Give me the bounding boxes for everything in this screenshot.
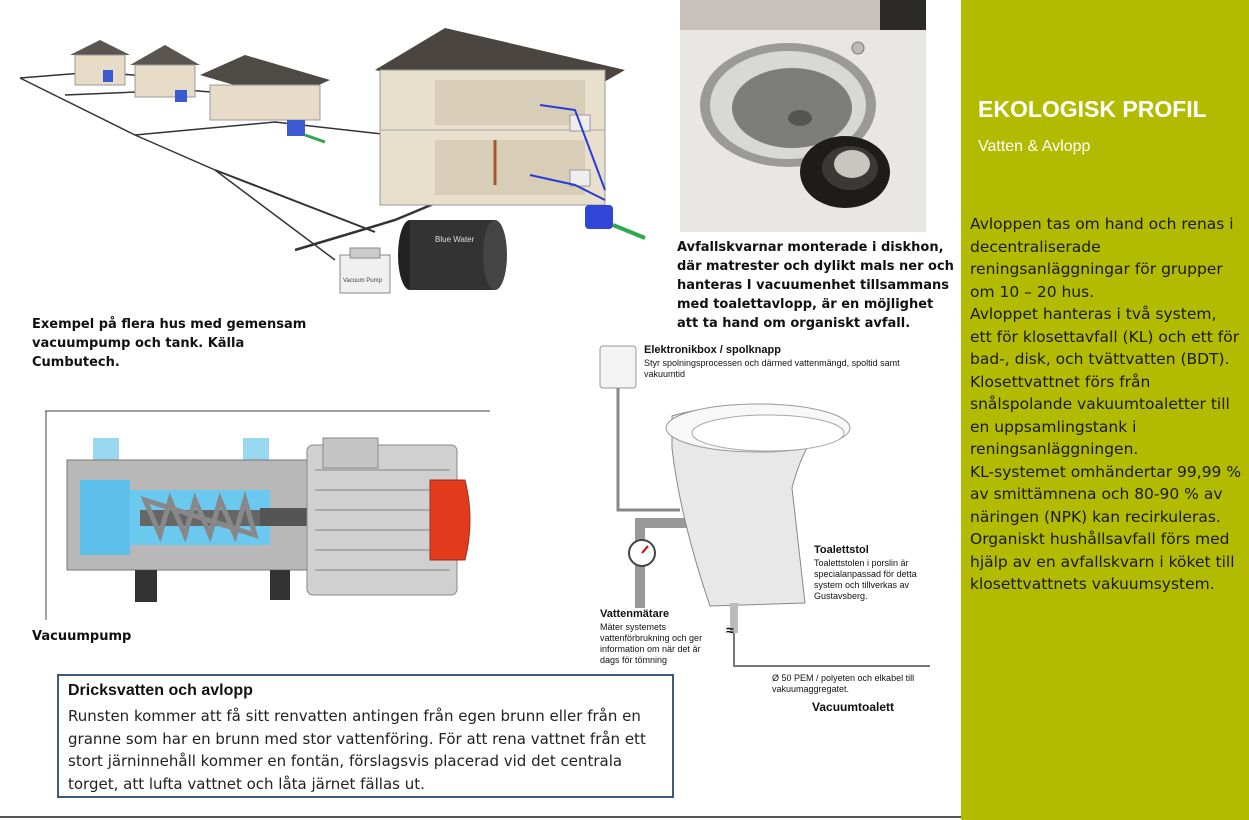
- small-house-2: [130, 45, 200, 102]
- sink-drawing: [680, 0, 926, 232]
- pump-drawing: [45, 410, 490, 620]
- pump-box-label: Vacuum Pump: [343, 278, 383, 284]
- ecological-profile-sidebar: [961, 0, 1249, 820]
- sidebar-subtitle: Vatten & Avlopp: [978, 138, 1091, 155]
- vacuum-pump-unit: Vacuum Pump: [339, 247, 391, 294]
- sidebar-paragraph: Avloppet hanteras i två system, ett för …: [970, 305, 1240, 368]
- drinking-water-title: Dricksvatten och avlopp: [68, 682, 253, 699]
- bottom-divider: [0, 816, 961, 818]
- sidebar-paragraph: KL-systemet omhändertar 99,99 % av smitt…: [970, 462, 1242, 526]
- electronics-title: Elektronikbox / spolknapp: [644, 344, 781, 356]
- pipe-text: Ø 50 PEM / polyeten och elkabel till vak…: [772, 673, 915, 694]
- sidebar-body: Avloppen tas om hand och renas i decentr…: [970, 213, 1242, 596]
- big-house: [375, 28, 646, 240]
- sidebar-paragraph: Organiskt hushållsavfall förs med hjälp …: [970, 530, 1235, 593]
- houses-illustration: Blue Water Vacuum Pump: [15, 0, 665, 300]
- toilet-diagram-title: Vacuumtoalett: [812, 700, 895, 714]
- toilet-drawing: [599, 345, 930, 667]
- collection-tank: Blue Water: [398, 220, 507, 290]
- houses-caption: Exempel på flera hus med gemensam vacuum…: [32, 317, 307, 370]
- pipe-wave-symbol: ≈: [726, 622, 734, 638]
- electronics-text: Styr spolningsprocessen och därmed vatte…: [644, 358, 900, 379]
- meter-text: Mäter systemets vattenförbrukning och ge…: [600, 622, 703, 665]
- sidebar-title: EKOLOGISK PROFIL: [978, 96, 1207, 122]
- drinking-water-box: [57, 674, 674, 798]
- small-house-1: [70, 40, 130, 86]
- vacuum-pump-illustration: [45, 410, 490, 620]
- small-house-3: [200, 55, 330, 144]
- sink-photo: [680, 0, 926, 232]
- toilet-title: Toalettstol: [814, 544, 869, 556]
- drinking-water-text: Runsten kommer att få sitt renvatten ant…: [68, 707, 646, 793]
- houses-drawing: Blue Water Vacuum Pump: [19, 28, 646, 294]
- sidebar-paragraph: Klosettvattnet förs från snålspolande va…: [970, 372, 1230, 459]
- vacuum-toilet-diagram: Elektronikbox / spolknapp Styr spolnings…: [580, 338, 960, 718]
- meter-title: Vattenmätare: [600, 608, 670, 620]
- tank-label: Blue Water: [435, 235, 475, 244]
- toilet-text: Toalettstolen i porslin är specialanpass…: [814, 558, 917, 601]
- screw-rotor: [140, 490, 260, 543]
- pump-caption: Vacuumpump: [32, 629, 132, 644]
- sidebar-paragraph: Avloppen tas om hand och renas i decentr…: [970, 215, 1234, 301]
- sink-caption: Avfallskvarnar monterade i diskhon, där …: [677, 240, 954, 331]
